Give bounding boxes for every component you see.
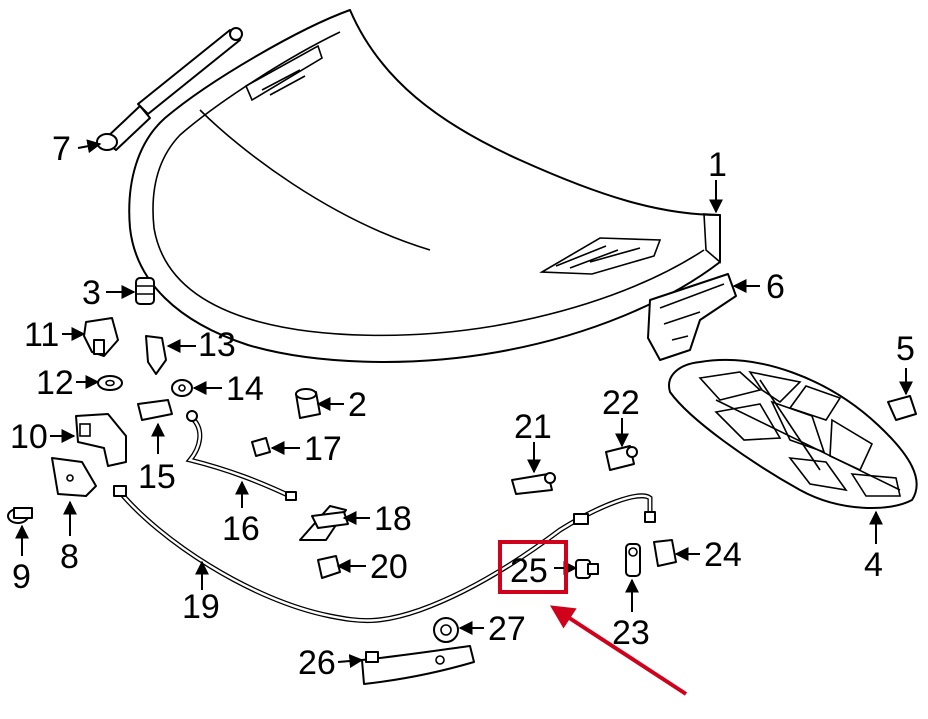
callout-25: 25 [510,552,548,590]
pin-23 [625,543,641,577]
bolt-25 [575,559,599,579]
bumper-3 [135,277,155,305]
callout-15: 15 [138,458,176,496]
callout-9: 9 [12,558,31,596]
callout-20: 20 [370,548,408,586]
callout-14: 14 [226,370,264,408]
switch-22 [605,445,638,471]
callout-2: 2 [348,386,367,424]
callout-19: 19 [182,588,220,626]
release-cable-rear [185,410,297,501]
callout-5: 5 [896,330,915,368]
latch-21 [511,472,556,495]
bumper-2 [295,388,321,419]
leader-lines [15,139,913,669]
callout-26: 26 [298,644,336,682]
retainer-24 [653,539,677,567]
callout-labels: 1 6 7 3 11 13 12 14 2 10 15 17 16 8 9 18… [10,130,915,682]
callout-23: 23 [612,614,650,652]
bracket-13 [145,335,167,375]
bracket-10 [75,413,127,467]
bolt-9 [7,507,33,524]
callout-24: 24 [704,536,742,574]
part-25-highlight [498,540,688,696]
highlight-box [498,540,568,594]
handle-26 [361,645,475,685]
callout-21: 21 [514,408,552,446]
hood-insulator [668,358,918,509]
clip-5 [887,395,917,421]
highlight-arrow [549,605,688,696]
release-cable-front [113,485,656,624]
callout-13: 13 [198,326,236,364]
callout-10: 10 [10,418,48,456]
callout-4: 4 [864,546,883,584]
callout-1: 1 [708,146,727,184]
nut-14 [171,379,193,397]
plate-15 [137,399,173,421]
hood-lift-support [96,27,243,151]
callout-6: 6 [766,268,785,306]
callout-17: 17 [304,430,342,468]
striker-8 [51,457,97,497]
callout-16: 16 [222,510,260,548]
callout-8: 8 [60,538,79,576]
hood-hinge [647,273,737,361]
callout-3: 3 [82,274,101,312]
hood-panel [128,9,721,363]
callout-27: 27 [488,610,526,648]
callout-18: 18 [374,500,412,538]
clip-20 [317,555,341,579]
callout-22: 22 [602,384,640,422]
callout-11: 11 [24,316,59,354]
latch-11 [83,317,119,357]
washer-12 [97,375,123,391]
callout-7: 7 [52,130,71,168]
clip-18 [299,505,349,541]
grommet-27 [433,617,459,643]
clip-17 [251,437,271,457]
callout-12: 12 [36,364,74,402]
